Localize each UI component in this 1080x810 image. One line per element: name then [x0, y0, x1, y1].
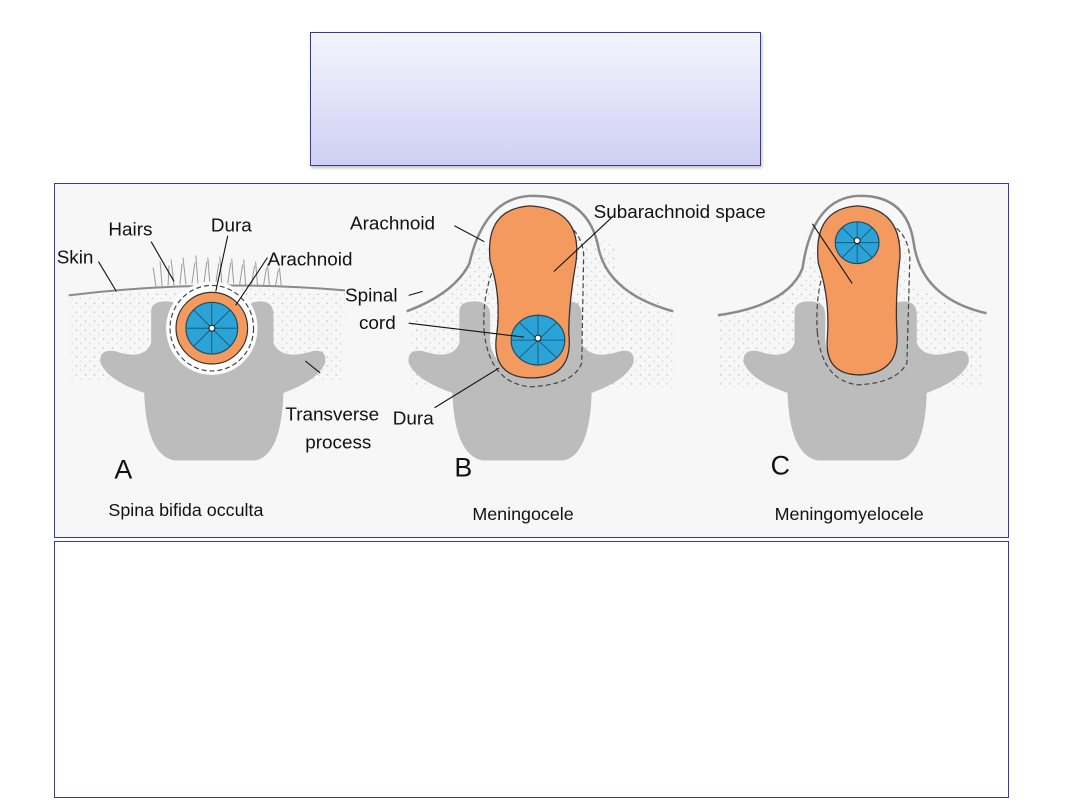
panel-letter-c: C	[771, 450, 790, 480]
label-cord: cord	[359, 313, 396, 334]
vertebra-b	[408, 301, 634, 461]
label-process: process	[305, 433, 371, 454]
panel-letter-a: A	[114, 454, 132, 484]
panel-letter-b: B	[454, 452, 472, 482]
label-transverse: Transverse	[285, 405, 379, 426]
label-subarachnoid-space: Subarachnoid space	[594, 202, 766, 223]
label-arachnoid-b: Arachnoid	[350, 214, 435, 235]
leader-lines	[97, 215, 853, 409]
panel-b	[406, 194, 674, 461]
dura-line-c	[816, 218, 911, 386]
label-dura-b: Dura	[393, 409, 434, 430]
caption-a: Spina bifida occulta	[108, 500, 263, 520]
slide-title-box	[310, 32, 761, 166]
slide-text-box	[54, 541, 1009, 798]
hairs	[152, 255, 282, 288]
spinal-cord-b	[510, 314, 566, 366]
spina-bifida-diagram: Hairs Dura Skin Arachnoid Spinal cord Tr…	[57, 194, 987, 524]
spinal-cord-a	[185, 301, 239, 355]
panel-a	[68, 255, 346, 461]
label-hairs: Hairs	[108, 220, 152, 241]
spina-bifida-figure: Hairs Dura Skin Arachnoid Spinal cord Tr…	[54, 183, 1009, 538]
label-spinal: Spinal	[345, 285, 397, 306]
vertebra-a	[100, 301, 326, 461]
caption-b: Meningocele	[472, 504, 573, 524]
panel-c	[717, 194, 987, 461]
skin-b	[406, 194, 674, 313]
skin-c	[717, 194, 987, 317]
vertebra-c	[743, 301, 969, 461]
caption-c: Meningomyelocele	[775, 504, 924, 524]
dura-line-a	[169, 284, 255, 372]
spinal-cord-c	[834, 221, 880, 265]
labels: Hairs Dura Skin Arachnoid Spinal cord Tr…	[57, 202, 924, 524]
label-arachnoid-a: Arachnoid	[267, 250, 352, 271]
label-dura-a: Dura	[211, 216, 252, 237]
label-skin: Skin	[57, 248, 94, 269]
